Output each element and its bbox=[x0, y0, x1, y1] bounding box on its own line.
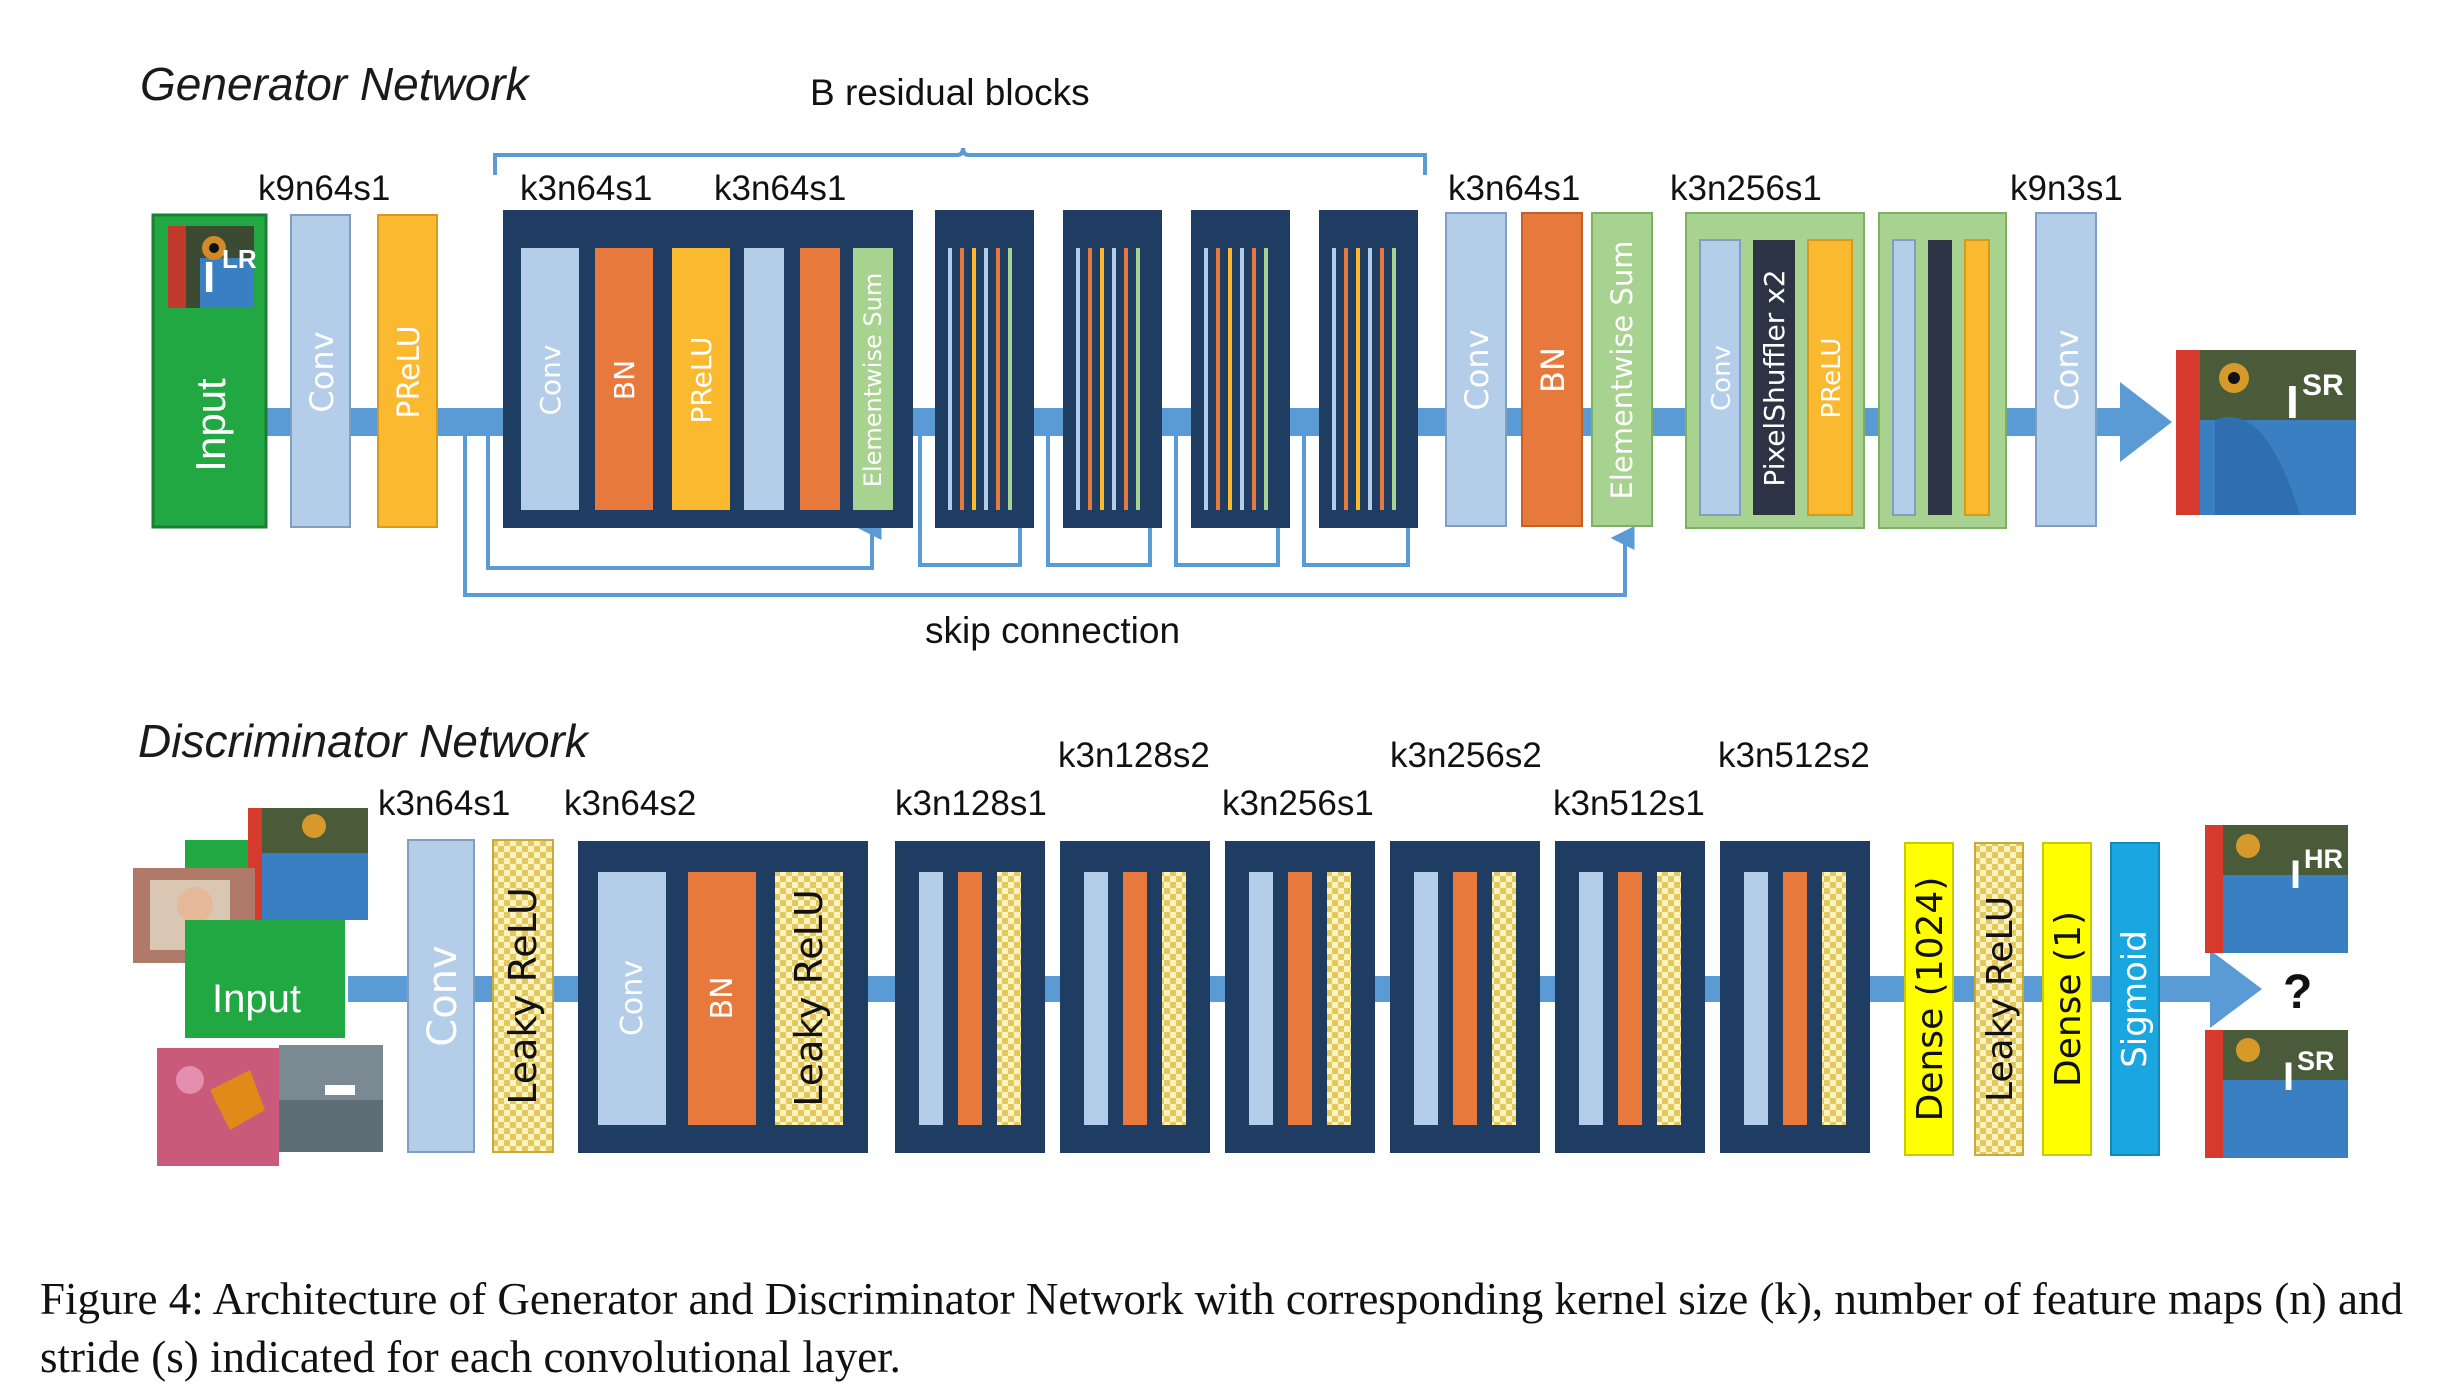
d-tag-6: k3n256s2 bbox=[1390, 736, 1542, 775]
discriminator-leaky-relu-1-label: Leaky ReLU bbox=[501, 887, 545, 1105]
dense-1024 bbox=[1904, 842, 1954, 1156]
g-tag-2: k3n64s1 bbox=[520, 169, 652, 208]
generator-conv-2 bbox=[1445, 212, 1507, 527]
discriminator-leaky-relu-2-label: Leaky ReLU bbox=[1980, 896, 2021, 1102]
generator-prelu-1 bbox=[377, 214, 438, 528]
discriminator-block-2 bbox=[895, 841, 1045, 1153]
upsample-1-pixelshuffler-label: PixelShuffler x2 bbox=[1758, 269, 1791, 486]
residual-block-5 bbox=[1319, 210, 1418, 528]
d-tag-3: k3n128s1 bbox=[895, 784, 1047, 823]
discriminator-input-label: Input bbox=[212, 977, 301, 1021]
discriminator-title: Discriminator Network bbox=[138, 715, 590, 767]
discriminator-block-4 bbox=[1225, 841, 1375, 1153]
sigmoid-label: Sigmoid bbox=[2115, 930, 2155, 1068]
generator-title: Generator Network bbox=[140, 58, 531, 110]
d-tag-8: k3n512s2 bbox=[1718, 736, 1870, 775]
g-tag-5: k3n256s1 bbox=[1670, 169, 1822, 208]
sigmoid bbox=[2110, 842, 2160, 1156]
res1-conv-a-label: Conv bbox=[534, 345, 567, 416]
discriminator-block-5 bbox=[1390, 841, 1540, 1153]
d-tag-4: k3n128s2 bbox=[1058, 736, 1210, 775]
upsample-1-conv-label: Conv bbox=[1707, 345, 1737, 411]
res1-esum-label: Elementwise Sum bbox=[859, 273, 887, 487]
generator-input-symbol: I bbox=[203, 253, 215, 302]
dense-1024-label: Dense (1024) bbox=[1910, 877, 1951, 1122]
generator-input-image bbox=[168, 226, 254, 308]
res1-conv-a bbox=[521, 248, 579, 510]
generator-output-subscript: SR bbox=[2302, 369, 2344, 402]
generator-conv-2-label: Conv bbox=[1458, 329, 1496, 410]
dblock1-conv bbox=[598, 872, 666, 1125]
g-tag-1: k9n64s1 bbox=[258, 169, 390, 208]
discriminator-flow-arrowhead bbox=[2210, 950, 2262, 1028]
generator-flow-arrowhead bbox=[2120, 382, 2172, 462]
discriminator-leaky-relu-1 bbox=[492, 839, 554, 1153]
discriminator-leaky-relu-2 bbox=[1974, 842, 2024, 1156]
res1-bn-a-label: BN bbox=[608, 360, 641, 400]
g-tag-3: k3n64s1 bbox=[714, 169, 846, 208]
sr-subscript: SR bbox=[2297, 1046, 2335, 1076]
discriminator-output-sr-image bbox=[2205, 1030, 2348, 1158]
discriminator-output-hr-image bbox=[2205, 825, 2348, 953]
dblock1-bn-label: BN bbox=[705, 976, 740, 1019]
residual-block-2 bbox=[935, 210, 1034, 528]
upsample-1-prelu-label: PReLU bbox=[1817, 338, 1847, 419]
discriminator-block-3 bbox=[1060, 841, 1210, 1153]
dblock1-bn bbox=[688, 872, 756, 1125]
generator-esum bbox=[1591, 212, 1653, 527]
res1-prelu-label: PReLU bbox=[685, 336, 718, 423]
generator-skip-lines bbox=[463, 436, 1635, 597]
d-tag-2: k3n64s2 bbox=[564, 784, 696, 823]
generator-conv-1 bbox=[290, 214, 351, 528]
generator-conv-3 bbox=[2035, 212, 2097, 527]
question-mark: ? bbox=[2283, 966, 2312, 1019]
discriminator-conv-1 bbox=[407, 839, 475, 1153]
generator-conv-3-label: Conv bbox=[2048, 329, 2086, 410]
generator-bn bbox=[1521, 212, 1583, 527]
residual-blocks-label: B residual blocks bbox=[810, 72, 1090, 113]
generator-output-symbol: I bbox=[2286, 376, 2299, 428]
res1-bn-b bbox=[800, 248, 840, 510]
discriminator-input-images bbox=[133, 808, 383, 1166]
generator-output-image bbox=[2176, 350, 2356, 515]
res1-esum bbox=[853, 248, 893, 510]
d-tag-1: k3n64s1 bbox=[378, 784, 510, 823]
figure-caption: Figure 4: Architecture of Generator and … bbox=[40, 1274, 2403, 1382]
skip-connection-label: skip connection bbox=[925, 610, 1180, 651]
generator-esum-label: Elementwise Sum bbox=[1605, 240, 1639, 499]
upsample-1-pixelshuffler bbox=[1753, 240, 1795, 515]
d-tag-5: k3n256s1 bbox=[1222, 784, 1374, 823]
res1-prelu bbox=[672, 248, 730, 510]
generator-bn-label: BN bbox=[1534, 347, 1572, 393]
g-tag-4: k3n64s1 bbox=[1448, 169, 1580, 208]
residual-block-4 bbox=[1191, 210, 1290, 528]
upsample-1-prelu bbox=[1807, 239, 1853, 516]
d-tag-7: k3n512s1 bbox=[1553, 784, 1705, 823]
hr-subscript: HR bbox=[2304, 844, 2343, 874]
generator-prelu-1-label: PReLU bbox=[392, 325, 427, 418]
discriminator-conv-1-label: Conv bbox=[420, 945, 466, 1046]
dblock1-leaky-relu-label: Leaky ReLU bbox=[787, 889, 831, 1107]
upsample-1-conv bbox=[1699, 239, 1741, 516]
hr-symbol: I bbox=[2290, 853, 2301, 897]
g-tag-6: k9n3s1 bbox=[2010, 169, 2123, 208]
dblock1-leaky-relu bbox=[775, 872, 843, 1125]
sr-symbol: I bbox=[2283, 1055, 2294, 1099]
dblock1-conv-label: Conv bbox=[615, 960, 650, 1036]
discriminator-input-block bbox=[185, 920, 345, 1038]
dense-1 bbox=[2042, 842, 2092, 1156]
res1-conv-b bbox=[744, 248, 784, 510]
residual-block-3 bbox=[1063, 210, 1162, 528]
upsample-block-2 bbox=[1878, 212, 2007, 529]
generator-input-subscript: LR bbox=[222, 244, 257, 274]
res1-bn-a bbox=[595, 248, 653, 510]
residual-blocks-bracket bbox=[493, 147, 1427, 175]
dense-1-label: Dense (1) bbox=[2048, 911, 2089, 1087]
generator-conv-1-label: Conv bbox=[303, 331, 341, 412]
discriminator-block-6 bbox=[1555, 841, 1705, 1153]
generator-input-label: Input bbox=[187, 378, 234, 472]
discriminator-block-7 bbox=[1720, 841, 1870, 1153]
